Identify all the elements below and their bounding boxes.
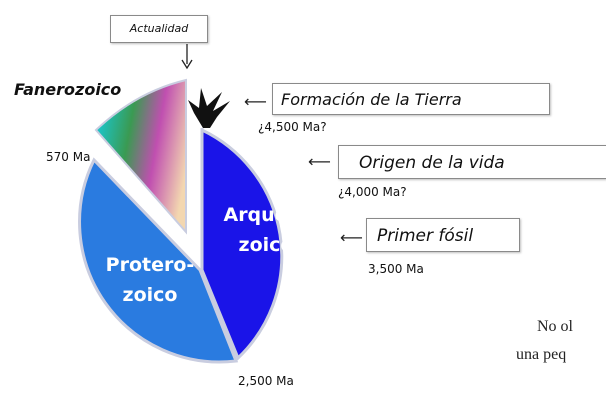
formacion-arrow-icon: ⟵ — [244, 92, 267, 111]
actualidad-callout: Actualidad — [110, 15, 208, 43]
arqueozoico-sector — [200, 128, 284, 361]
proterozoico-sector — [78, 157, 239, 364]
proterozoico-label-line1: Protero- — [105, 254, 195, 276]
origen-label: Origen de la vida — [359, 153, 505, 173]
primer-fosil-arrow-icon: ⟵ — [340, 228, 363, 247]
actualidad-label: Actualidad — [129, 22, 189, 35]
formacion-callout: Formación de la Tierra — [272, 83, 550, 115]
actualidad-pointer-head — [181, 59, 193, 70]
cut-off-text-line-2: una peq — [516, 346, 567, 363]
cut-off-text-line-1: No ol — [537, 318, 573, 335]
earth-formation-burst-icon — [188, 88, 230, 128]
proterozoico-start-date: 2,500 Ma — [238, 374, 294, 388]
fanerozoico-label: Fanerozoico — [14, 80, 122, 99]
primer-fosil-callout: Primer fósil — [366, 218, 520, 252]
arqueozoico-label-line2: zoico — [238, 234, 294, 256]
origen-callout: Origen de la vida — [338, 145, 606, 179]
arqueozoico-label: Arqueo- zoico — [206, 200, 326, 260]
primer-fosil-date: 3,500 Ma — [368, 262, 424, 276]
proterozoico-label-line2: zoico — [122, 284, 178, 306]
arqueozoico-label-line1: Arqueo- — [223, 204, 309, 226]
formacion-date: ¿4,500 Ma? — [258, 120, 327, 134]
primer-fosil-label: Primer fósil — [377, 226, 474, 246]
fanerozoico-start-date: 570 Ma — [46, 150, 91, 164]
formacion-label: Formación de la Tierra — [281, 90, 462, 109]
proterozoico-label: Protero- zoico — [88, 250, 212, 310]
fanerozoico-sector — [94, 78, 187, 235]
origen-date: ¿4,000 Ma? — [338, 185, 407, 199]
origen-arrow-icon: ⟵ — [308, 152, 331, 171]
